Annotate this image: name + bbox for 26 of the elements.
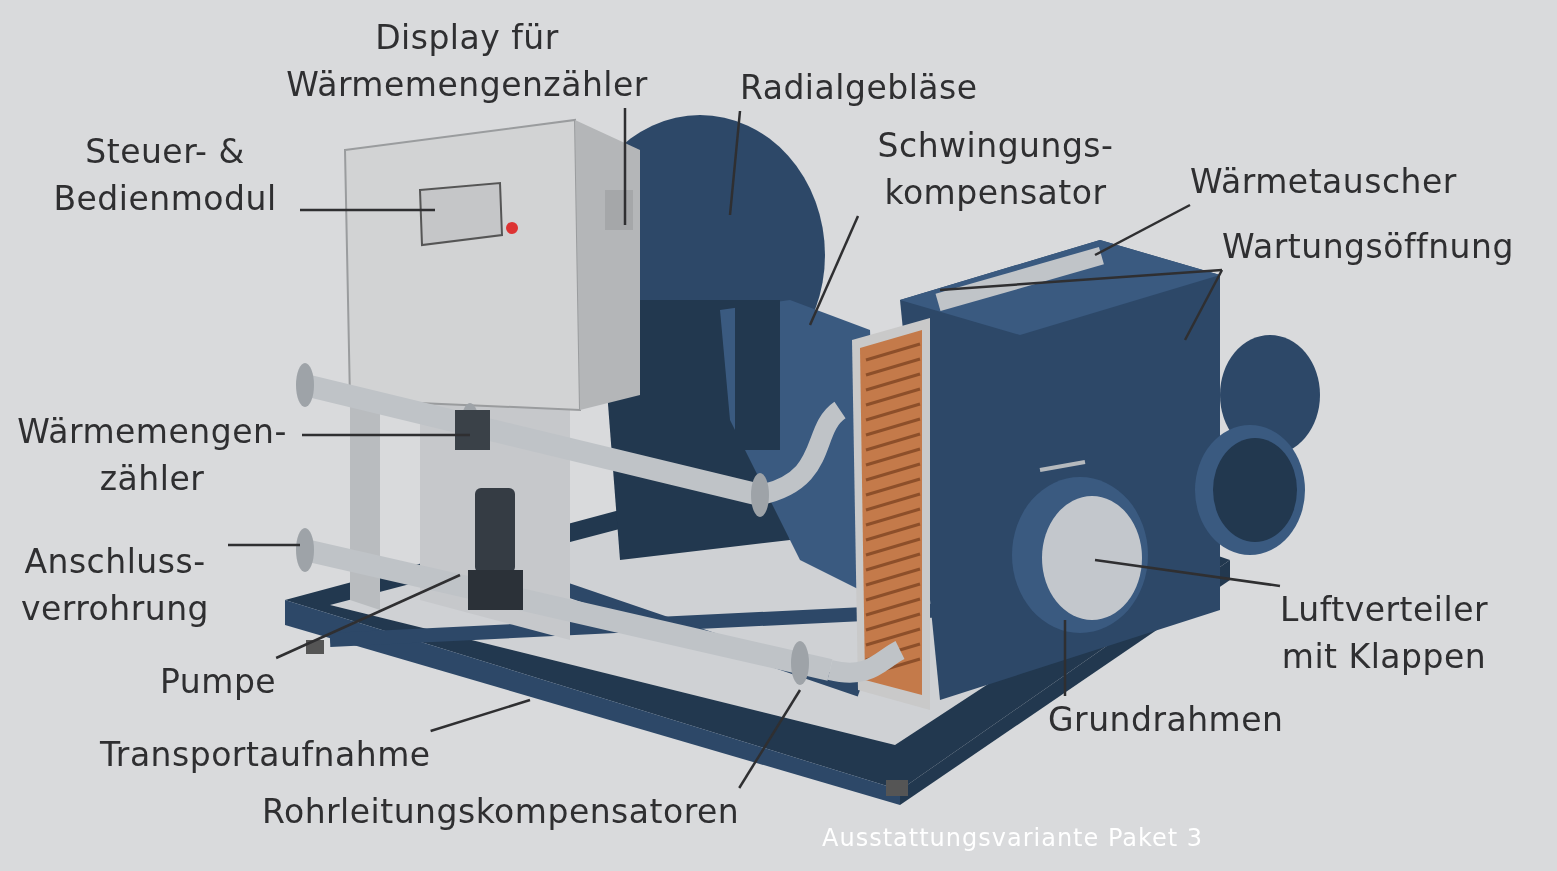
part-label: Wärmetauscher [1190,158,1457,205]
part-label: Wärmemengen- zähler [2,408,302,502]
part-label: Luftverteiler mit Klappen [1280,586,1488,680]
leader-line [228,543,300,547]
part-label: Steuer- & Bedienmodul [30,128,300,222]
leader-line [300,208,435,212]
leader-line [1063,620,1067,696]
part-label: Anschluss- verrohrung [2,538,228,632]
part-label: Schwingungs- kompensator [858,122,1133,216]
part-label: Wartungsöffnung [1222,223,1514,270]
part-label: Transportaufnahme [100,731,431,778]
leader-line [939,268,1223,292]
leader-line [1183,269,1224,341]
part-label: Radialgebläse [740,64,978,111]
leader-line [302,433,470,437]
leader-line [275,573,461,660]
part-label: Rohrleitungskompensatoren [262,788,740,835]
leader-line [808,215,860,326]
leader-line [1094,558,1281,588]
leader-line [738,689,802,789]
leader-line [1094,203,1191,257]
part-label: Grundrahmen [1048,696,1284,743]
leader-line [623,108,627,225]
leader-line [430,698,531,733]
part-label: Pumpe [160,658,277,705]
part-label: Display für Wärmemengenzähler [262,14,672,108]
